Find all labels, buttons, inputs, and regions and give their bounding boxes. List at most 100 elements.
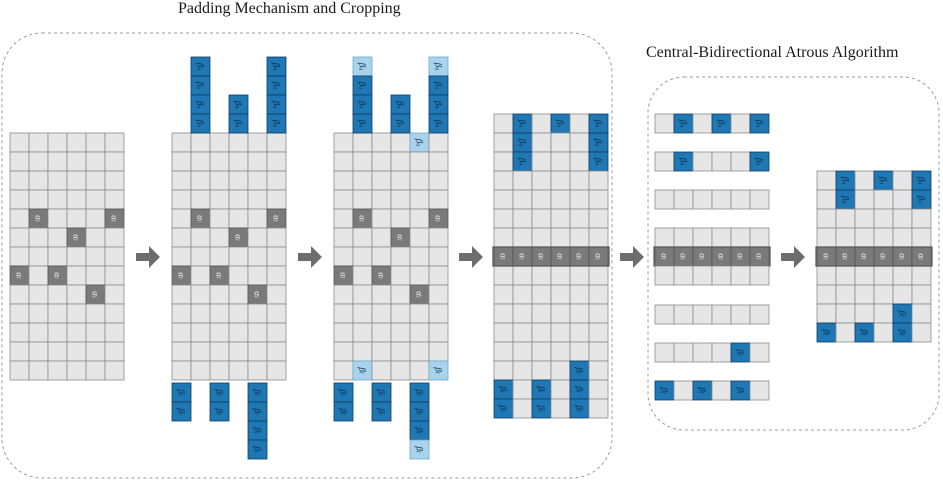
grid-cell bbox=[816, 189, 837, 210]
grid-cell bbox=[873, 208, 894, 229]
grid-cell bbox=[512, 398, 533, 419]
grid-cell bbox=[749, 227, 770, 248]
grid-cell bbox=[333, 341, 354, 362]
grid-cell bbox=[209, 151, 230, 172]
beta-label: βu bbox=[917, 195, 927, 203]
grid-cell bbox=[873, 303, 894, 324]
beta-label: βl bbox=[537, 404, 547, 411]
grid-cell bbox=[816, 208, 837, 229]
grid-cell bbox=[512, 341, 533, 362]
grid-cell bbox=[854, 227, 875, 248]
beta-label: βu bbox=[358, 81, 368, 89]
alpha-label: αi bbox=[518, 253, 528, 260]
grid-cell bbox=[371, 208, 392, 229]
grid-cell bbox=[654, 113, 675, 134]
grid-cell bbox=[816, 265, 837, 286]
grid-cell bbox=[390, 246, 411, 267]
grid-cell bbox=[673, 380, 694, 401]
grid-cell bbox=[588, 322, 609, 343]
beta-label: βu bbox=[196, 62, 206, 70]
beta-lower-cell bbox=[333, 401, 354, 422]
grid-cell bbox=[569, 132, 590, 153]
grid-cell bbox=[47, 246, 68, 267]
grid-cell bbox=[266, 132, 287, 153]
grid-cell bbox=[104, 360, 125, 381]
grid-cell bbox=[588, 398, 609, 419]
grid-cell bbox=[47, 303, 68, 324]
grid-cell bbox=[588, 360, 609, 381]
grid-cell bbox=[66, 246, 87, 267]
grid-cell bbox=[588, 265, 609, 286]
grid-cell bbox=[28, 151, 49, 172]
grid-cell bbox=[550, 341, 571, 362]
grid-cell bbox=[428, 246, 449, 267]
atrous-alpha-row bbox=[654, 246, 770, 267]
beta-upper-cell bbox=[266, 113, 287, 134]
beta-label: βl bbox=[215, 407, 225, 414]
right-arrow-icon bbox=[459, 246, 483, 268]
grid-cell bbox=[28, 341, 49, 362]
grid-cell bbox=[47, 151, 68, 172]
grid-cell bbox=[531, 360, 552, 381]
beta-label: βl bbox=[177, 388, 187, 395]
grid-cell bbox=[550, 132, 571, 153]
grid-cell bbox=[190, 265, 211, 286]
grid-cell bbox=[428, 322, 449, 343]
beta-label: βu bbox=[434, 81, 444, 89]
grid-cell bbox=[493, 113, 514, 134]
grid-cell bbox=[569, 151, 590, 172]
beta-label: βu bbox=[518, 138, 528, 146]
beta-label: βu bbox=[594, 119, 604, 127]
grid-cell bbox=[190, 151, 211, 172]
grid-cell bbox=[247, 360, 268, 381]
grid-cell bbox=[569, 170, 590, 191]
beta-label: βu bbox=[272, 100, 282, 108]
grid-cell bbox=[550, 151, 571, 172]
grid-cell bbox=[692, 227, 713, 248]
beta-label: βl bbox=[575, 385, 585, 392]
grid-cell bbox=[854, 170, 875, 191]
grid-cell bbox=[730, 265, 751, 286]
grid-cell bbox=[104, 132, 125, 153]
beta-label: βl bbox=[898, 309, 908, 316]
beta-label: βu bbox=[594, 138, 604, 146]
grid-cell bbox=[266, 151, 287, 172]
grid-cell bbox=[390, 341, 411, 362]
grid-cell bbox=[569, 227, 590, 248]
grid-cell bbox=[28, 360, 49, 381]
grid-cell bbox=[352, 189, 373, 210]
grid-cell bbox=[171, 246, 192, 267]
beta-upper-cell bbox=[352, 113, 373, 134]
grid-cell bbox=[493, 360, 514, 381]
grid-cell bbox=[550, 398, 571, 419]
grid-cell bbox=[371, 284, 392, 305]
grid-cell bbox=[512, 379, 533, 400]
grid-cell bbox=[228, 151, 249, 172]
grid-cell bbox=[104, 322, 125, 343]
grid-cell bbox=[247, 189, 268, 210]
grid-cell bbox=[104, 341, 125, 362]
grid-cell bbox=[333, 284, 354, 305]
grid-cell bbox=[428, 151, 449, 172]
grid-cell bbox=[512, 227, 533, 248]
grid-cell bbox=[190, 284, 211, 305]
grid-cell bbox=[550, 379, 571, 400]
grid-cell bbox=[47, 132, 68, 153]
beta-label: βl bbox=[377, 407, 387, 414]
grid-cell bbox=[390, 189, 411, 210]
alpha-label: αi bbox=[177, 272, 187, 279]
grid-cell bbox=[9, 170, 30, 191]
grid-cell bbox=[493, 170, 514, 191]
grid-cell bbox=[104, 151, 125, 172]
beta-label: βl bbox=[253, 426, 263, 433]
grid-cell bbox=[588, 227, 609, 248]
grid-cell bbox=[569, 189, 590, 210]
grid-cell bbox=[531, 151, 552, 172]
alpha-label: αi bbox=[679, 253, 689, 260]
grid-cell bbox=[588, 303, 609, 324]
grid-cell bbox=[85, 246, 106, 267]
grid-cell bbox=[9, 303, 30, 324]
grid-cell bbox=[512, 170, 533, 191]
alpha-label: αi bbox=[917, 253, 927, 260]
grid-cell bbox=[352, 227, 373, 248]
